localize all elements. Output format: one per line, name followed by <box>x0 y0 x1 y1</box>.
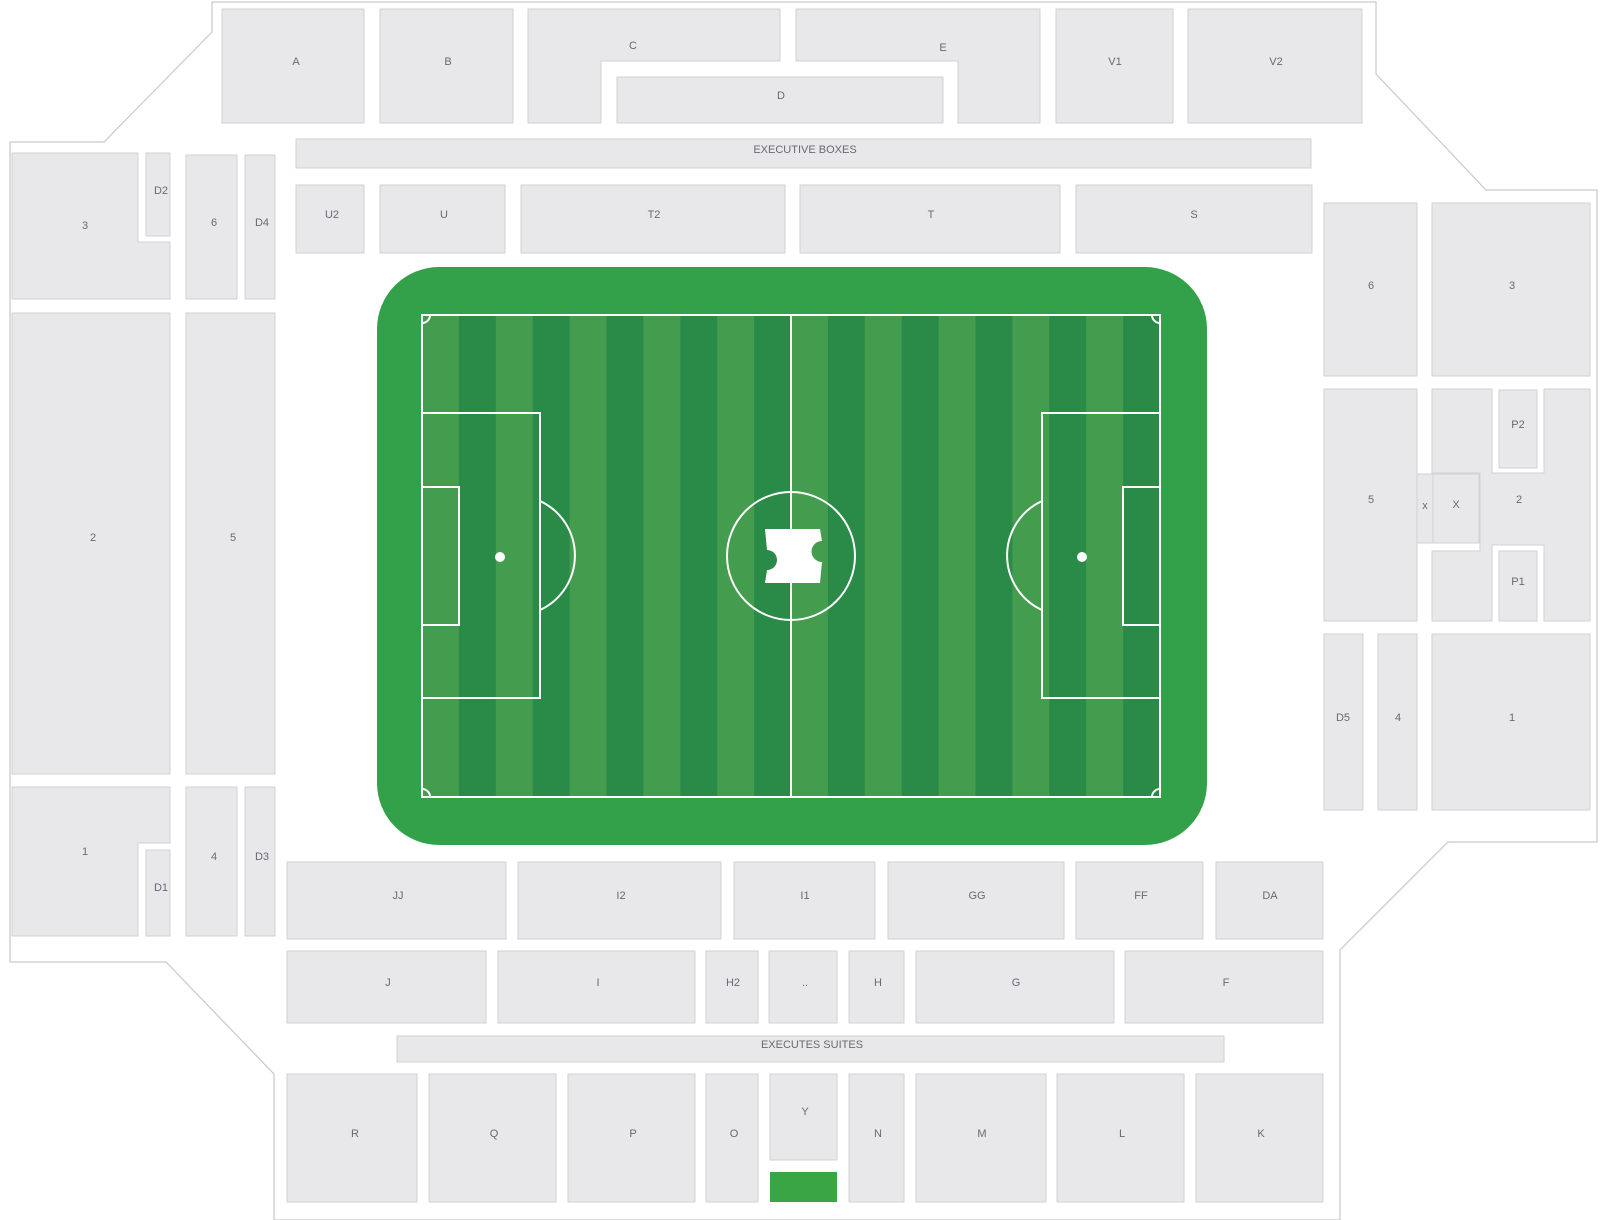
section-U2[interactable]: U2 <box>295 184 365 254</box>
section-L[interactable]: L <box>1056 1073 1185 1203</box>
section-JJ[interactable]: JJ <box>286 861 507 940</box>
section-west-D3[interactable]: D3 <box>244 786 276 937</box>
section-FF[interactable]: FF <box>1075 861 1204 940</box>
section-east-D5[interactable]: D5 <box>1323 633 1364 811</box>
section-east-6[interactable]: 6 <box>1323 202 1418 377</box>
section-east-X[interactable]: X <box>1432 473 1480 544</box>
pitch-stripe <box>532 315 571 797</box>
section-V1[interactable]: V1 <box>1055 8 1174 124</box>
section-H[interactable]: H <box>848 950 905 1024</box>
section-east-3[interactable]: 3 <box>1431 202 1591 377</box>
pitch-stripe <box>458 315 497 797</box>
section-P[interactable]: P <box>567 1073 696 1203</box>
section-I2[interactable]: I2 <box>517 861 722 940</box>
penalty-spot-left <box>495 552 505 562</box>
section-east-P2[interactable]: P2 <box>1498 389 1538 469</box>
pitch-stripe <box>643 315 681 797</box>
section-F[interactable]: F <box>1124 950 1324 1024</box>
section-dots[interactable]: .. <box>768 950 838 1024</box>
ticket-icon <box>765 529 822 583</box>
section-west-D4[interactable]: D4 <box>244 154 276 300</box>
section-I1[interactable]: I1 <box>733 861 876 940</box>
section-east-1[interactable]: 1 <box>1431 633 1591 811</box>
section-A[interactable]: A <box>221 8 365 124</box>
section-west-D2[interactable]: D2 <box>145 152 171 237</box>
pitch-stripe <box>606 315 644 797</box>
section-Q[interactable]: Q <box>428 1073 557 1203</box>
section-Y[interactable]: Y <box>769 1073 838 1161</box>
section-H2[interactable]: H2 <box>705 950 759 1024</box>
section-I[interactable]: I <box>497 950 696 1024</box>
pitch-stripe <box>717 315 755 797</box>
pitch-stripe <box>827 315 866 797</box>
section-east-4[interactable]: 4 <box>1377 633 1418 811</box>
pitch-stripe <box>1012 315 1050 797</box>
pitch-stripe <box>901 315 940 797</box>
pitch-stripe <box>680 315 718 797</box>
section-S[interactable]: S <box>1075 184 1313 254</box>
pitch <box>377 267 1207 845</box>
section-east-P1[interactable]: P1 <box>1498 550 1538 622</box>
pitch-stripe <box>422 315 460 797</box>
section-west-5[interactable]: 5 <box>185 312 276 775</box>
pitch-stripe <box>1086 315 1124 797</box>
section-Y-selected[interactable] <box>770 1172 837 1202</box>
section-D[interactable]: D <box>616 76 944 124</box>
section-DA[interactable]: DA <box>1215 861 1324 940</box>
section-O[interactable]: O <box>705 1073 759 1203</box>
section-V2[interactable]: V2 <box>1187 8 1363 124</box>
section-west-6[interactable]: 6 <box>185 154 238 300</box>
section-west-D1[interactable]: D1 <box>145 849 171 937</box>
section-executes-suites[interactable]: EXECUTES SUITES <box>396 1035 1225 1063</box>
pitch-stripe <box>1123 315 1161 797</box>
section-east-x-small[interactable]: x <box>1416 473 1434 544</box>
pitch-stripe <box>938 315 976 797</box>
section-GG[interactable]: GG <box>887 861 1065 940</box>
section-west-2[interactable]: 2 <box>11 312 171 775</box>
section-K[interactable]: K <box>1195 1073 1324 1203</box>
section-east-5[interactable]: 5 <box>1323 388 1418 622</box>
section-R[interactable]: R <box>286 1073 418 1203</box>
section-G[interactable]: G <box>915 950 1115 1024</box>
section-west-4[interactable]: 4 <box>185 786 238 937</box>
pitch-stripe <box>864 315 903 797</box>
section-executive-boxes[interactable]: EXECUTIVE BOXES <box>295 138 1312 169</box>
section-B[interactable]: B <box>379 8 514 124</box>
section-J[interactable]: J <box>286 950 487 1024</box>
penalty-spot-right <box>1077 552 1087 562</box>
section-N[interactable]: N <box>848 1073 905 1203</box>
section-U[interactable]: U <box>379 184 506 254</box>
section-T[interactable]: T <box>799 184 1061 254</box>
section-T2[interactable]: T2 <box>520 184 786 254</box>
section-M[interactable]: M <box>915 1073 1047 1203</box>
